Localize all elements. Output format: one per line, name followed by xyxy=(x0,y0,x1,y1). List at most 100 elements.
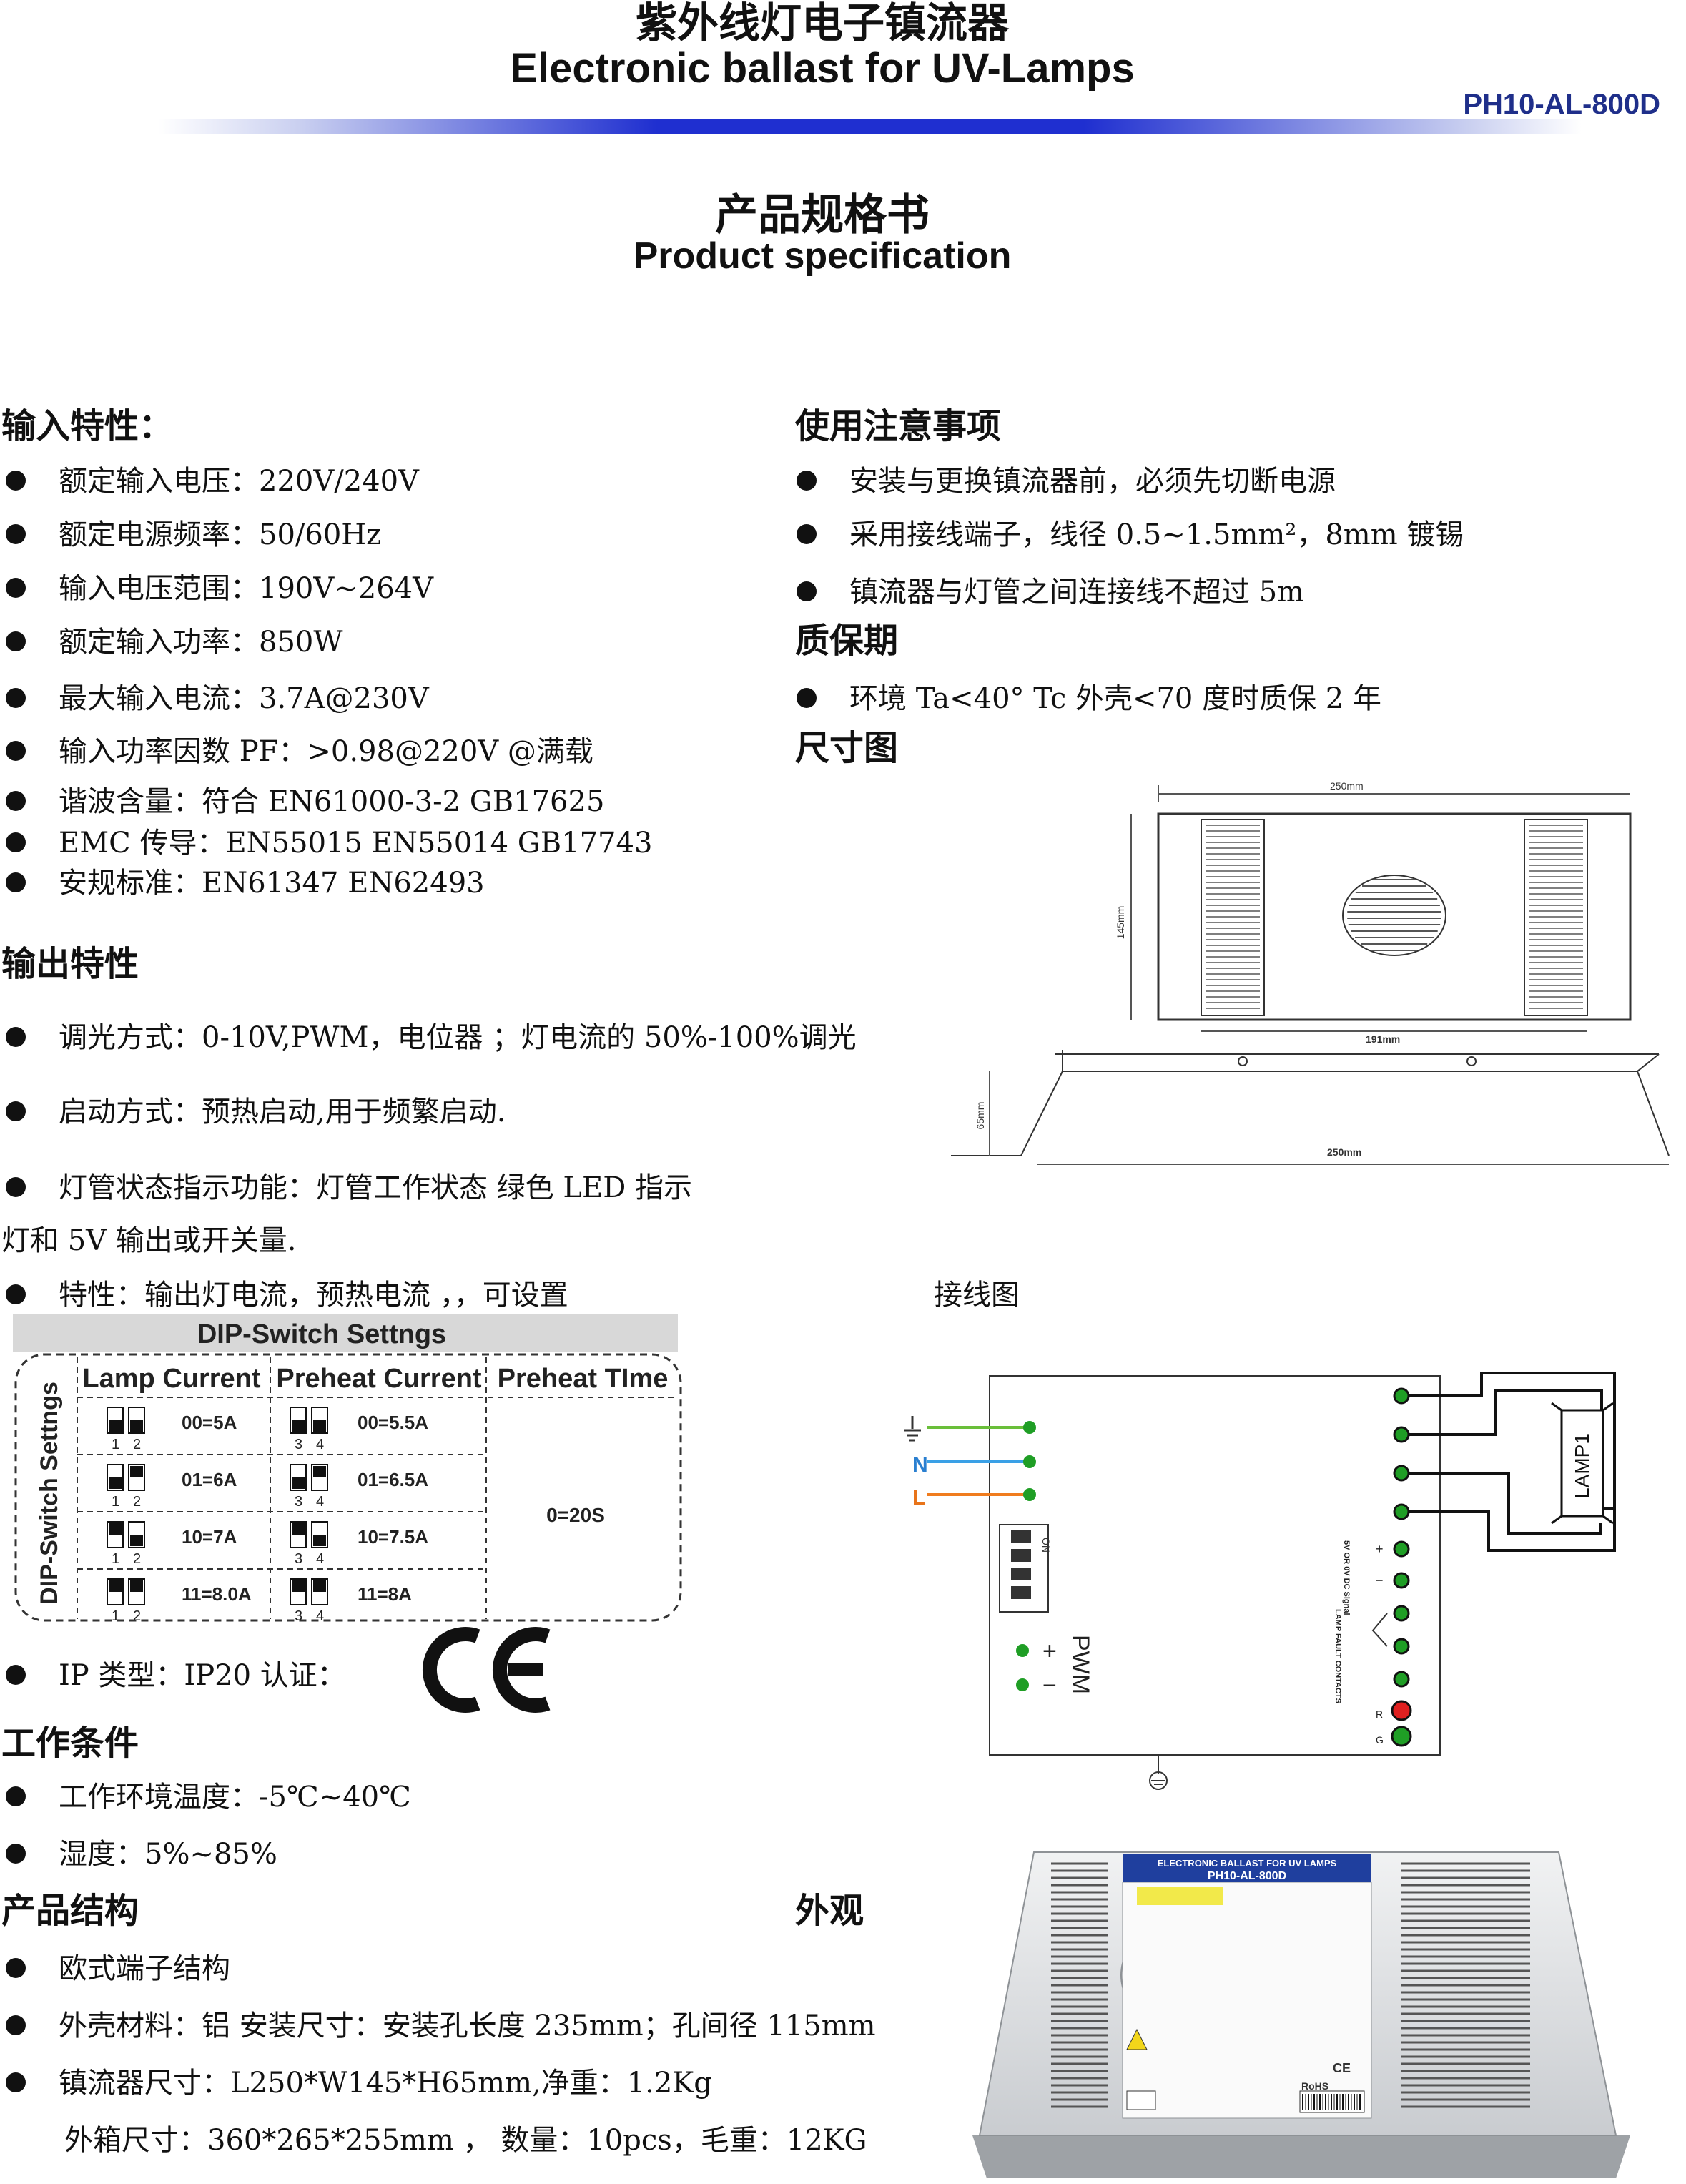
input-heading: 输入特性： xyxy=(1,406,174,446)
dip-outline xyxy=(14,1353,682,1622)
bullet-icon xyxy=(6,832,26,852)
dip-preheat-value: 01=6.5A xyxy=(358,1469,428,1490)
photo-label-model: PH10-AL-800D xyxy=(1208,1870,1286,1882)
dip-switch-number: 2 xyxy=(133,1608,141,1624)
title-en: Electronic ballast for UV-Lamps xyxy=(510,45,1135,92)
bullet-icon xyxy=(6,1101,26,1121)
bullet-icon xyxy=(6,578,26,598)
output-heading: 输出特性 xyxy=(1,944,139,984)
input-item: 输入电压范围：190V~264V xyxy=(6,565,433,606)
notes-heading: 使用注意事项 xyxy=(795,406,1002,446)
structure-continuation: 外箱尺寸：360*265*255mm ， 数量：10pcs，毛重：12KG xyxy=(64,2124,867,2157)
doc-title-en: Product specification xyxy=(633,235,1012,277)
terminal xyxy=(1016,1678,1029,1691)
dip-switch-number: 1 xyxy=(112,1437,119,1452)
g-label: G xyxy=(1376,1734,1384,1746)
bullet-icon xyxy=(6,471,26,491)
input-item: EMC 传导：EN55015 EN55014 GB17743 xyxy=(6,820,652,861)
bullet-icon xyxy=(6,1844,26,1864)
dip-switch-table: DIP-Switch Settngs DIP-Switch Settngs La… xyxy=(13,1314,682,1624)
input-item: 最大输入电流：3.7A@230V xyxy=(6,675,429,717)
input-item: 额定输入功率：850W xyxy=(6,619,342,660)
dim-side-width: 250mm xyxy=(1327,1146,1361,1158)
bullet-icon xyxy=(6,1027,26,1047)
bullet-icon xyxy=(6,2015,26,2035)
model-number: PH10-AL-800D xyxy=(1463,89,1660,120)
fault-label: LAMP FAULT CONTACTS xyxy=(1333,1609,1342,1703)
structure-item: 外壳材料：铝 安装尺寸：安装孔长度 235mm；孔间径 115mm xyxy=(6,2002,876,2044)
dc-label: 5V OR 0V DC Signal xyxy=(1342,1540,1351,1615)
dip-preheat-value: 10=7.5A xyxy=(358,1526,428,1548)
photo-rohs: RoHS xyxy=(1301,2080,1328,2092)
bullet-icon xyxy=(6,631,26,651)
dc-minus: − xyxy=(1376,1573,1384,1588)
dip-preheat-time-value: 0=20S xyxy=(546,1504,605,1526)
bullet-icon xyxy=(6,524,26,544)
terminal xyxy=(1023,1488,1036,1501)
r-label: R xyxy=(1376,1708,1383,1720)
wiring-diagram: N L ON + − PWM R G + − 5V OR 0V DC Signa… xyxy=(904,1372,1616,1790)
output-item: 调光方式：0-10V,PWM，电位器 ；灯电流的 50%-100%调光 xyxy=(6,1014,857,1056)
green-led xyxy=(1391,1726,1412,1747)
ground-icon xyxy=(904,1416,921,1442)
pwm-label: PWM xyxy=(1067,1635,1094,1694)
ballast-body xyxy=(989,1375,1441,1756)
bullet-icon xyxy=(797,471,817,491)
dip-switch-number: 3 xyxy=(295,1494,302,1510)
dip-switch-number: 3 xyxy=(295,1608,302,1624)
red-led xyxy=(1391,1700,1412,1721)
output-continuation: 灯和 5V 输出或开关量. xyxy=(1,1224,297,1257)
dim-top-width: 250mm xyxy=(1330,780,1364,792)
dip-switch-number: 4 xyxy=(316,1551,324,1567)
dip-lamp-value: 01=6A xyxy=(182,1469,237,1490)
dip-switch-number: 4 xyxy=(316,1494,324,1510)
input-item: 谐波含量：符合 EN61000-3-2 GB17625 xyxy=(6,778,604,820)
dip-on-label: ON xyxy=(1040,1538,1052,1553)
pwm-minus: − xyxy=(1042,1672,1057,1699)
bullet-icon xyxy=(6,1958,26,1978)
dim-height: 145mm xyxy=(1115,906,1126,940)
input-item: 安规标准：EN61347 EN62493 xyxy=(6,860,485,901)
dip-title: DIP-Switch Settngs xyxy=(197,1319,446,1349)
terminal xyxy=(1016,1644,1029,1657)
input-item: 额定电源频率：50/60Hz xyxy=(6,511,381,553)
notes-item: 安装与更换镇流器前，必须先切断电源 xyxy=(797,458,1336,499)
dip-header-time: Preheat TIme xyxy=(498,1364,669,1394)
dc-plus: + xyxy=(1376,1542,1384,1556)
warranty-item: 环境 Ta<40° Tc 外壳<70 度时质保 2 年 xyxy=(797,675,1381,717)
dip-preheat-value: 00=5.5A xyxy=(358,1412,428,1433)
structure-heading: 产品结构 xyxy=(1,1891,139,1931)
photo-ce: CE xyxy=(1333,2061,1351,2075)
bullet-icon xyxy=(797,524,817,544)
conditions-heading: 工作条件 xyxy=(1,1723,139,1764)
bullet-icon xyxy=(6,1665,26,1685)
lamp-label: LAMP1 xyxy=(1571,1433,1593,1499)
n-label: N xyxy=(912,1453,928,1477)
dip-switch-number: 1 xyxy=(112,1494,119,1510)
dip-switch-number: 4 xyxy=(316,1437,324,1452)
input-item: 输入功率因数 PF：>0.98@220V @满载 xyxy=(6,728,593,769)
output-item: 启动方式：预热启动,用于频繁启动. xyxy=(6,1088,506,1130)
pwm-plus: + xyxy=(1042,1638,1057,1665)
bullet-icon xyxy=(6,1177,26,1197)
header-rule xyxy=(159,119,1582,134)
dip-switch-number: 2 xyxy=(133,1494,141,1510)
dip-switch-number: 1 xyxy=(112,1608,119,1624)
earth-icon xyxy=(1149,1755,1168,1790)
dip-lamp-value: 00=5A xyxy=(182,1412,237,1433)
dip-lamp-value: 11=8.0A xyxy=(182,1583,252,1605)
dimension-drawing: 250mm 145mm 191mm 65mm 250mm xyxy=(951,780,1670,1165)
dip-lamp-value: 10=7A xyxy=(182,1526,237,1548)
doc-title-cn: 产品规格书 xyxy=(715,190,930,240)
ce-mark-icon xyxy=(423,1627,551,1713)
dimensions-heading: 尺寸图 xyxy=(795,728,899,768)
dim-hole-spacing: 191mm xyxy=(1366,1033,1400,1045)
dip-title-bar xyxy=(13,1314,678,1352)
